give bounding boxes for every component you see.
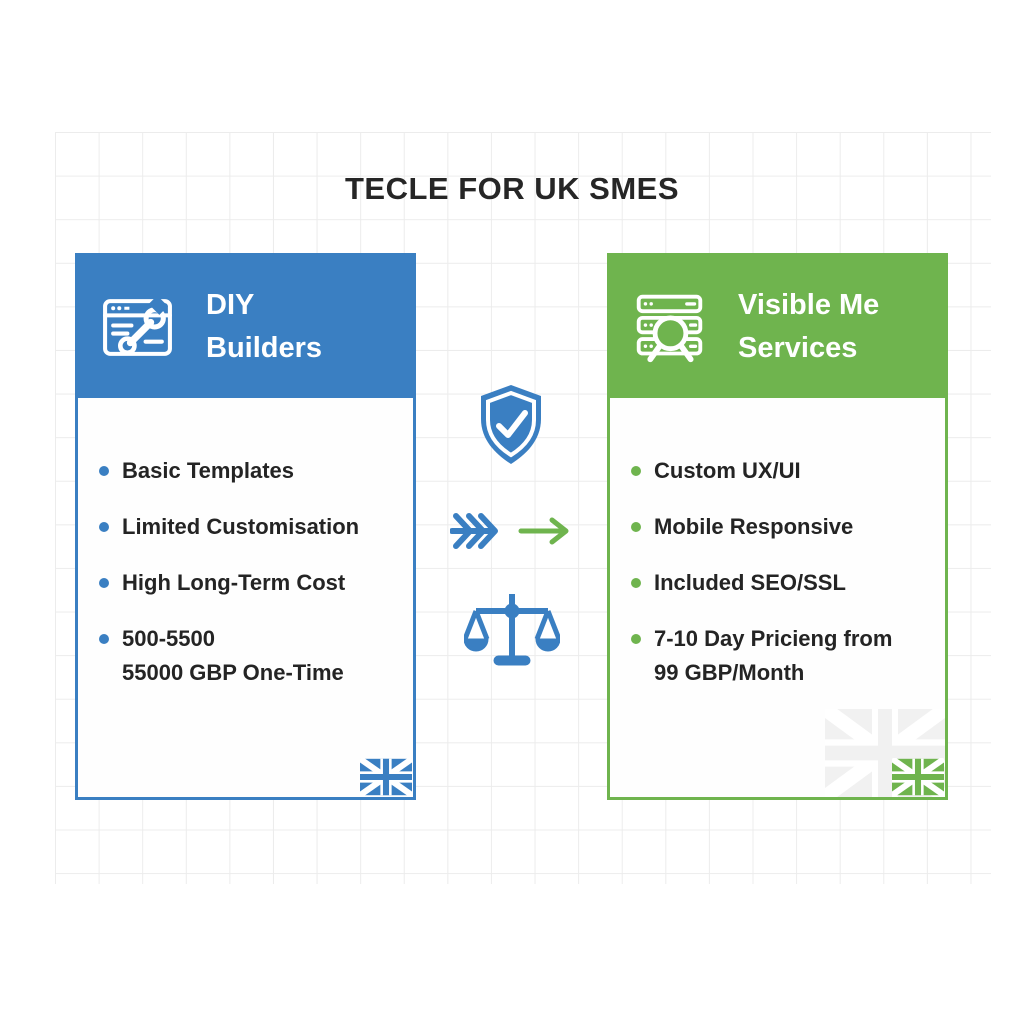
- feature-item: Basic Templates: [99, 454, 405, 488]
- bullet-icon: [631, 578, 641, 588]
- page-title: TECLE FOR UK SMES: [344, 170, 679, 206]
- feature-text: Basic Templates: [122, 458, 295, 483]
- card-heading-line2: Services: [738, 332, 858, 364]
- balance-scale-icon: [464, 594, 560, 666]
- card-heading-line1: DIY: [206, 288, 255, 321]
- diy-builders-body: Basic Templates Limited Customisation Hi…: [78, 398, 413, 797]
- feature-list: Basic Templates Limited Customisation Hi…: [78, 398, 413, 690]
- bullet-icon: [631, 634, 641, 644]
- shield-check-icon: [481, 385, 541, 464]
- bullet-icon: [99, 634, 109, 644]
- diy-builders-card: DIY Builders Basic Templates Limited Cus…: [75, 253, 416, 800]
- bullet-icon: [99, 522, 109, 532]
- bullet-icon: [631, 466, 641, 476]
- uk-flag-icon: [892, 758, 944, 796]
- feature-text: 500-5500 55000 GBP One-Time: [122, 626, 344, 685]
- feature-item: Included SEO/SSL: [631, 566, 937, 600]
- visible-me-services-card: Visible Me Services Custom UX/UI Mobile …: [607, 253, 948, 800]
- server-search-icon: [636, 294, 703, 362]
- feature-text: Custom UX/UI: [654, 458, 801, 483]
- feature-text: Limited Customisation: [122, 514, 360, 539]
- card-heading-line1: Visible Me: [738, 288, 880, 321]
- visible-me-services-body: Custom UX/UI Mobile Responsive Included …: [610, 398, 945, 797]
- uk-flag-icon: [360, 758, 412, 796]
- feature-item: Custom UX/UI: [631, 454, 937, 488]
- feature-text: High Long-Term Cost: [122, 570, 346, 595]
- bullet-icon: [631, 522, 641, 532]
- triple-chevron-right-icon: [450, 513, 498, 549]
- feature-item: 7-10 Day Pricieng from 99 GBP/Month: [631, 622, 937, 690]
- card-heading: DIY Builders: [206, 284, 322, 371]
- feature-item: High Long-Term Cost: [99, 566, 405, 600]
- feature-item: Limited Customisation: [99, 510, 405, 544]
- feature-text: 7-10 Day Pricieng from 99 GBP/Month: [654, 626, 893, 685]
- card-heading: Visible Me Services: [738, 284, 879, 371]
- visible-me-services-header: Visible Me Services: [610, 256, 945, 398]
- bullet-icon: [99, 466, 109, 476]
- feature-item: Mobile Responsive: [631, 510, 937, 544]
- feature-item: 500-5500 55000 GBP One-Time: [99, 622, 405, 690]
- arrow-right-icon: [518, 517, 569, 545]
- feature-list: Custom UX/UI Mobile Responsive Included …: [610, 398, 945, 690]
- browser-wrench-icon: [103, 295, 172, 356]
- feature-text: Included SEO/SSL: [654, 570, 846, 595]
- card-heading-line2: Builders: [206, 332, 323, 364]
- feature-text: Mobile Responsive: [654, 514, 854, 539]
- diy-builders-header: DIY Builders: [78, 256, 413, 398]
- bullet-icon: [99, 578, 109, 588]
